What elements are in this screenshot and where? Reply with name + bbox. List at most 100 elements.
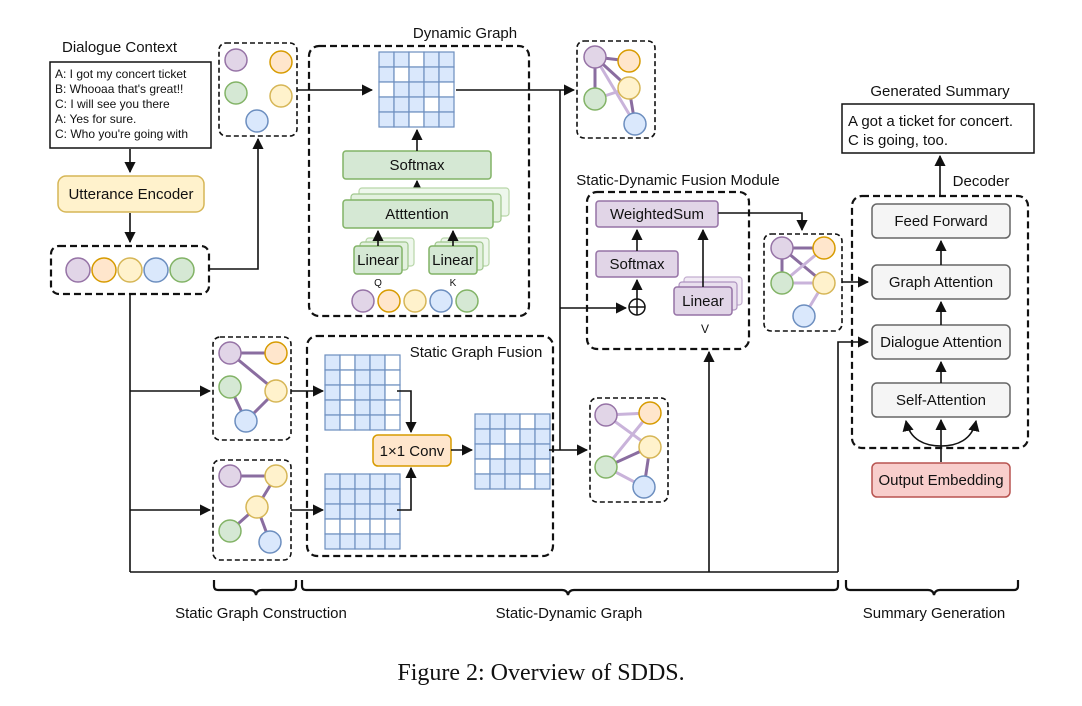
matrix-cell <box>339 399 356 416</box>
matrix-cell <box>378 111 395 128</box>
matrix-cell <box>324 533 341 550</box>
static-graph-output-box <box>589 397 669 503</box>
matrix-cell <box>438 66 455 83</box>
dialogue-context-box <box>49 61 212 149</box>
matrix-cell <box>369 488 386 505</box>
matrix-cell <box>423 96 440 113</box>
static-matrix-2 <box>324 473 401 550</box>
linear-k-label: Linear <box>432 252 474 269</box>
conv-label: 1×1 Conv <box>380 443 445 460</box>
matrix-cell <box>438 96 455 113</box>
fused-graph <box>770 236 836 328</box>
matrix-cell <box>474 443 491 460</box>
fusion-softmax-label: Softmax <box>609 256 665 273</box>
matrix-cell <box>504 413 521 430</box>
decoder-title: Decoder <box>953 173 1010 190</box>
matrix-cell <box>474 473 491 490</box>
node <box>91 257 117 283</box>
matrix-cell <box>393 51 410 68</box>
static-graph-1-box <box>212 336 292 441</box>
matrix-cell <box>489 473 506 490</box>
weighted-sum-box <box>595 200 719 228</box>
fusion-module-box <box>585 190 751 351</box>
matrix-cell <box>474 428 491 445</box>
matrix-cell <box>489 428 506 445</box>
arrow <box>837 336 870 572</box>
matrix-cell <box>438 81 455 98</box>
dynamic-graph-title: Dynamic Graph <box>413 25 517 42</box>
matrix-cell <box>423 51 440 68</box>
section-summary-generation: Summary Generation <box>863 605 1006 622</box>
matrix-cell <box>339 369 356 386</box>
matrix-cell <box>369 399 386 416</box>
matrix-cell <box>378 51 395 68</box>
output-embedding-box <box>871 462 1011 498</box>
output-embedding-label: Output Embedding <box>878 472 1003 489</box>
fusion-module-title: Static-Dynamic Fusion Module <box>576 172 779 189</box>
matrix-cell <box>369 503 386 520</box>
matrix-cell <box>354 354 371 371</box>
dialogue-attention-label: Dialogue Attention <box>880 334 1002 351</box>
matrix-cell <box>504 428 521 445</box>
matrix-cell <box>384 414 401 431</box>
dynamic-graph-output-box <box>576 40 656 139</box>
feed-forward-label: Feed Forward <box>894 213 987 230</box>
matrix-cell <box>324 369 341 386</box>
matrix-cell <box>393 111 410 128</box>
matrix-cell <box>423 111 440 128</box>
utterance-embedding-nodes <box>65 257 195 283</box>
matrix-cell <box>519 473 536 490</box>
softmax-label: Softmax <box>389 157 445 174</box>
dialogue-line: C: I will see you there <box>55 97 170 111</box>
matrix-cell <box>438 51 455 68</box>
node <box>143 257 169 283</box>
matrix-cell <box>339 518 356 535</box>
section-static-graph-construction: Static Graph Construction <box>175 605 347 622</box>
matrix-cell <box>408 51 425 68</box>
matrix-cell <box>354 399 371 416</box>
matrix-cell <box>354 414 371 431</box>
matrix-cell <box>324 399 341 416</box>
section-braces <box>212 580 1020 596</box>
fused-static-matrix <box>474 413 551 490</box>
self-attention-label: Self-Attention <box>896 392 986 409</box>
matrix-cell <box>324 414 341 431</box>
matrix-cell <box>438 111 455 128</box>
arrow <box>397 390 417 434</box>
matrix-cell <box>534 428 551 445</box>
matrix-cell <box>339 533 356 550</box>
node <box>65 257 91 283</box>
matrix-cell <box>393 66 410 83</box>
matrix-cell <box>369 533 386 550</box>
matrix-cell <box>408 111 425 128</box>
matrix-cell <box>489 458 506 475</box>
arrow <box>718 212 808 232</box>
matrix-cell <box>324 488 341 505</box>
weighted-sum-label: WeightedSum <box>610 206 704 223</box>
arrow <box>397 466 417 511</box>
matrix-cell <box>408 96 425 113</box>
generated-summary-box <box>841 103 1035 154</box>
graph-attention-label: Graph Attention <box>889 274 993 291</box>
matrix-cell <box>369 384 386 401</box>
dialogue-lines: A: I got my concert ticket B: Whooaa tha… <box>55 67 188 141</box>
matrix-cell <box>339 503 356 520</box>
generated-summary-title: Generated Summary <box>870 83 1010 100</box>
matrix-cell <box>384 473 401 490</box>
k-label: K <box>450 278 457 289</box>
attention-label: Atttention <box>385 206 448 223</box>
feed-forward-box <box>871 203 1011 239</box>
fan-in-arrows <box>902 418 980 462</box>
matrix-cell <box>408 81 425 98</box>
dialogue-context-title: Dialogue Context <box>62 39 178 56</box>
dialogue-line: C: Who you're going with <box>55 127 188 141</box>
static-graph-fusion-box <box>305 334 555 558</box>
node <box>169 257 195 283</box>
matrix-cell <box>534 443 551 460</box>
dynamic-adjacency-matrix <box>378 51 455 128</box>
matrix-cell <box>519 428 536 445</box>
matrix-cell <box>489 413 506 430</box>
matrix-cell <box>354 533 371 550</box>
dynamic-graph-box <box>307 44 531 318</box>
